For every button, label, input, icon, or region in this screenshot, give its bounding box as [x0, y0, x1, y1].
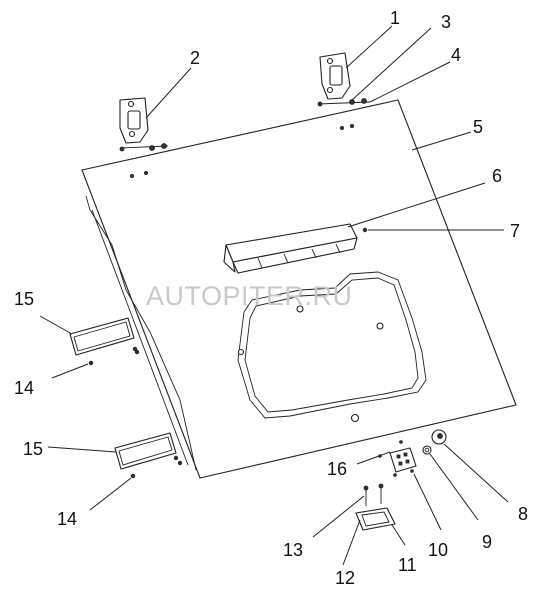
callout-6: 6 — [492, 166, 502, 186]
callout-15-lower: 15 — [23, 439, 43, 459]
callout-11: 11 — [398, 555, 417, 575]
callout-15-upper: 15 — [14, 289, 34, 309]
callout-5: 5 — [473, 117, 483, 137]
callout-3: 3 — [441, 12, 451, 32]
callout-10: 10 — [428, 540, 448, 560]
callout-2: 2 — [190, 48, 200, 68]
callout-12: 12 — [335, 568, 355, 588]
callout-8: 8 — [518, 504, 528, 524]
callout-16: 16 — [327, 459, 347, 479]
latch-assembly — [378, 429, 447, 477]
callouts: 1 2 3 4 5 6 7 8 9 10 11 12 13 14 14 15 1… — [14, 8, 528, 588]
callout-9: 9 — [482, 532, 492, 552]
plate-lower — [114, 432, 183, 479]
screw-7 — [362, 227, 368, 233]
watermark-text: AUTOPITER.RU — [146, 281, 353, 311]
callout-4: 4 — [451, 45, 461, 65]
plate-upper — [69, 317, 138, 366]
handle-assembly — [355, 483, 396, 531]
callout-7: 7 — [510, 221, 520, 241]
leader-lines — [39, 25, 509, 566]
light-bar — [223, 223, 358, 274]
hinge-left — [119, 97, 169, 152]
door-panel — [81, 99, 517, 479]
callout-13: 13 — [283, 540, 303, 560]
callout-14-upper: 14 — [14, 378, 34, 398]
hinge-right — [317, 52, 371, 107]
callout-14-lower: 14 — [57, 509, 77, 529]
callout-1: 1 — [390, 8, 400, 28]
